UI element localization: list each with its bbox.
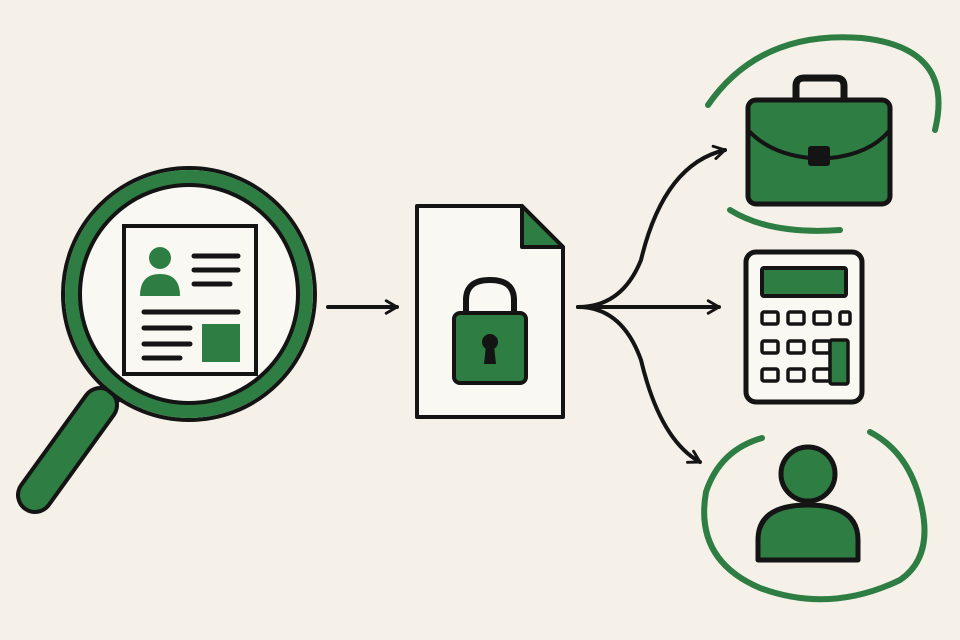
- briefcase-icon: [745, 74, 893, 207]
- calculator-keys: [760, 310, 852, 383]
- profile-avatar-icon: [140, 247, 180, 296]
- locked-document-icon: [415, 204, 565, 419]
- magnifier-handle: [16, 377, 129, 514]
- calculator-icon: [743, 249, 865, 405]
- flow-arrow-to-person: [576, 305, 702, 464]
- briefcase-clasp: [808, 146, 830, 166]
- profile-text-lines: [141, 253, 241, 361]
- person-highlight-ring: [701, 429, 928, 603]
- person-icon: [755, 444, 861, 563]
- profile-document: [122, 224, 258, 376]
- flow-arrow-to-briefcase: [576, 144, 727, 309]
- magnifying-glass-profile-icon: [16, 166, 317, 514]
- calculator-display: [760, 266, 848, 298]
- padlock-icon: [452, 276, 528, 385]
- branch-connectors: [576, 144, 727, 464]
- profile-photo-block: [202, 324, 240, 362]
- document-folded-corner: [520, 204, 565, 249]
- briefcase-highlight-ring: [705, 34, 942, 234]
- calculator-equals-key: [828, 338, 850, 386]
